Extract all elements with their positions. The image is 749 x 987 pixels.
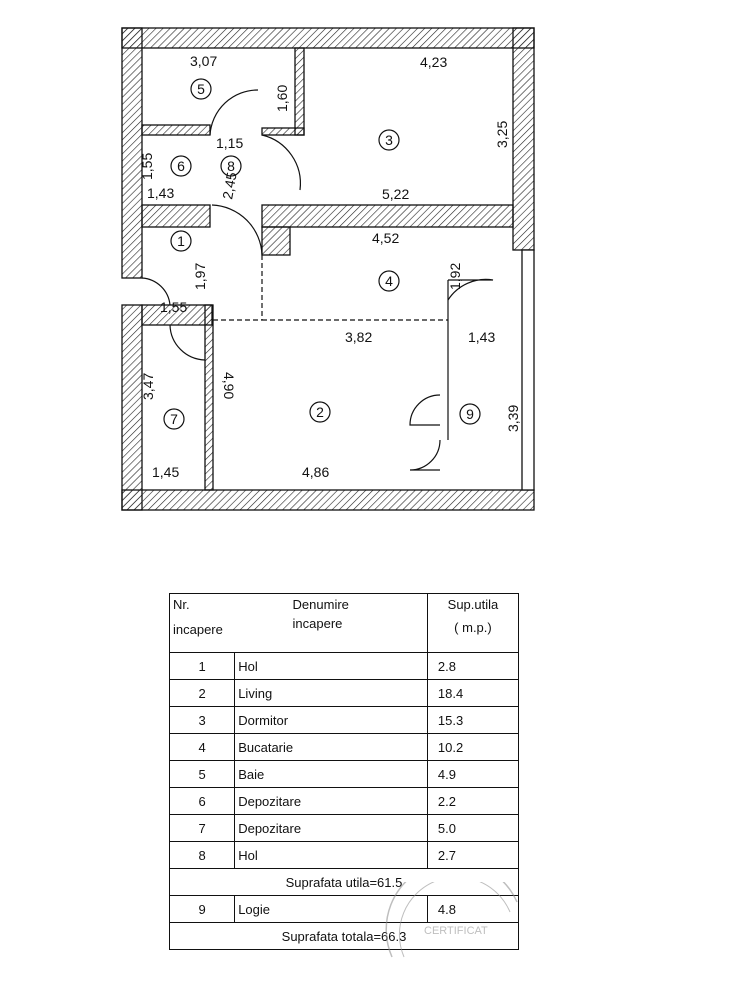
row-nr: 1 <box>168 652 236 680</box>
row-area: 2.2 <box>426 787 520 815</box>
header-area: Sup.utila ( m.p.) <box>426 593 520 653</box>
dim-6-height: 1,55 <box>139 153 155 180</box>
row-name: Hol <box>234 841 428 869</box>
dim-4-width: 4,52 <box>372 230 399 246</box>
grand-total: Suprafata totala=66.3 <box>169 922 519 950</box>
row-area: 5.0 <box>426 814 520 842</box>
row-name: Depozitare <box>234 787 428 815</box>
dim-9-height: 3,39 <box>505 405 521 432</box>
header-name: Denumire incapere <box>293 597 349 637</box>
row-area: 15.3 <box>426 706 520 734</box>
dim-2-height: 4,90 <box>221 372 237 399</box>
floor-plan: 3,07 4,23 1,60 3,25 1,15 1,55 1,43 2,45 … <box>121 27 535 511</box>
room-number-9: 9 <box>466 406 474 422</box>
room-number-8: 8 <box>227 158 235 174</box>
dim-7-width: 1,45 <box>152 464 179 480</box>
row-nr: 4 <box>168 733 236 761</box>
dim-3-bottom: 5,22 <box>382 186 409 202</box>
row-nr: 9 <box>168 895 236 923</box>
row-area: 4.9 <box>426 760 520 788</box>
dim-7-height: 3,47 <box>140 373 156 400</box>
row-name: Depozitare <box>234 814 428 842</box>
row-nr: 6 <box>168 787 236 815</box>
dim-8-width: 1,15 <box>216 135 243 151</box>
room-number-7: 7 <box>170 411 178 427</box>
dim-5-height: 1,60 <box>274 85 290 112</box>
dim-1-height: 1,97 <box>192 263 208 290</box>
header-area-line1: Sup.utila <box>447 597 499 612</box>
useful-total-row: Suprafata utila=61.5 <box>169 868 519 896</box>
dim-2-top: 3,82 <box>345 329 372 345</box>
room-area-table: Nr. incapere Denumire incapere Sup.utila… <box>168 593 520 950</box>
row-nr: 5 <box>168 760 236 788</box>
row-nr: 8 <box>168 841 236 869</box>
dim-3-width: 4,23 <box>420 54 447 70</box>
header-area-line2: ( m.p.) <box>454 620 492 635</box>
row-area: 2.7 <box>426 841 520 869</box>
doors <box>141 89 494 471</box>
row-nr: 7 <box>168 814 236 842</box>
row-nr: 3 <box>168 706 236 734</box>
dim-6-width: 1,43 <box>147 185 174 201</box>
header-nr-line1: Nr. <box>173 597 190 612</box>
dim-2-width: 4,86 <box>302 464 329 480</box>
grand-total-row: Suprafata totala=66.3 <box>169 922 519 950</box>
header-nr-line2: incapere <box>173 622 223 637</box>
certificate-stamp: CERTIFICAT <box>385 882 518 958</box>
room-number-6: 6 <box>177 158 185 174</box>
room-number-4: 4 <box>385 273 393 289</box>
room-number-1: 1 <box>177 233 185 249</box>
useful-total: Suprafata utila=61.5 <box>169 868 519 896</box>
header-nr: Nr. incapere <box>173 597 223 637</box>
row-area: 4.8 <box>426 895 520 923</box>
row-name: Living <box>234 679 428 707</box>
dim-3-height: 3,25 <box>494 121 510 148</box>
dim-9-width: 1,43 <box>468 329 495 345</box>
dim-4-height: 1,92 <box>447 263 463 290</box>
room-numbers: 5 3 6 8 1 4 2 7 9 <box>170 81 474 427</box>
walls <box>121 27 535 511</box>
row-name: Dormitor <box>234 706 428 734</box>
room-markers <box>163 78 481 430</box>
row-name: Bucatarie <box>234 733 428 761</box>
row-name: Baie <box>234 760 428 788</box>
table-header-row: Nr. incapere Denumire incapere Sup.utila… <box>169 593 520 653</box>
table-header-left: Nr. incapere Denumire incapere <box>169 593 428 653</box>
row-area: 10.2 <box>426 733 520 761</box>
header-name-line2: incapere <box>292 616 343 631</box>
row-name: Hol <box>234 652 428 680</box>
dim-8-height: 2,45 <box>219 171 240 201</box>
room-number-5: 5 <box>197 81 205 97</box>
room-number-3: 3 <box>385 132 393 148</box>
row-area: 18.4 <box>426 679 520 707</box>
header-name-line1: Denumire <box>292 597 349 612</box>
dim-1-width: 1,55 <box>160 299 187 315</box>
row-area: 2.8 <box>426 652 520 680</box>
row-nr: 2 <box>168 679 236 707</box>
dim-5-width: 3,07 <box>190 53 217 69</box>
dimension-labels: 3,07 4,23 1,60 3,25 1,15 1,55 1,43 2,45 … <box>139 53 521 480</box>
row-name: Logie <box>234 895 428 923</box>
room-number-2: 2 <box>316 404 324 420</box>
stamp-text: CERTIFICAT <box>424 925 488 937</box>
